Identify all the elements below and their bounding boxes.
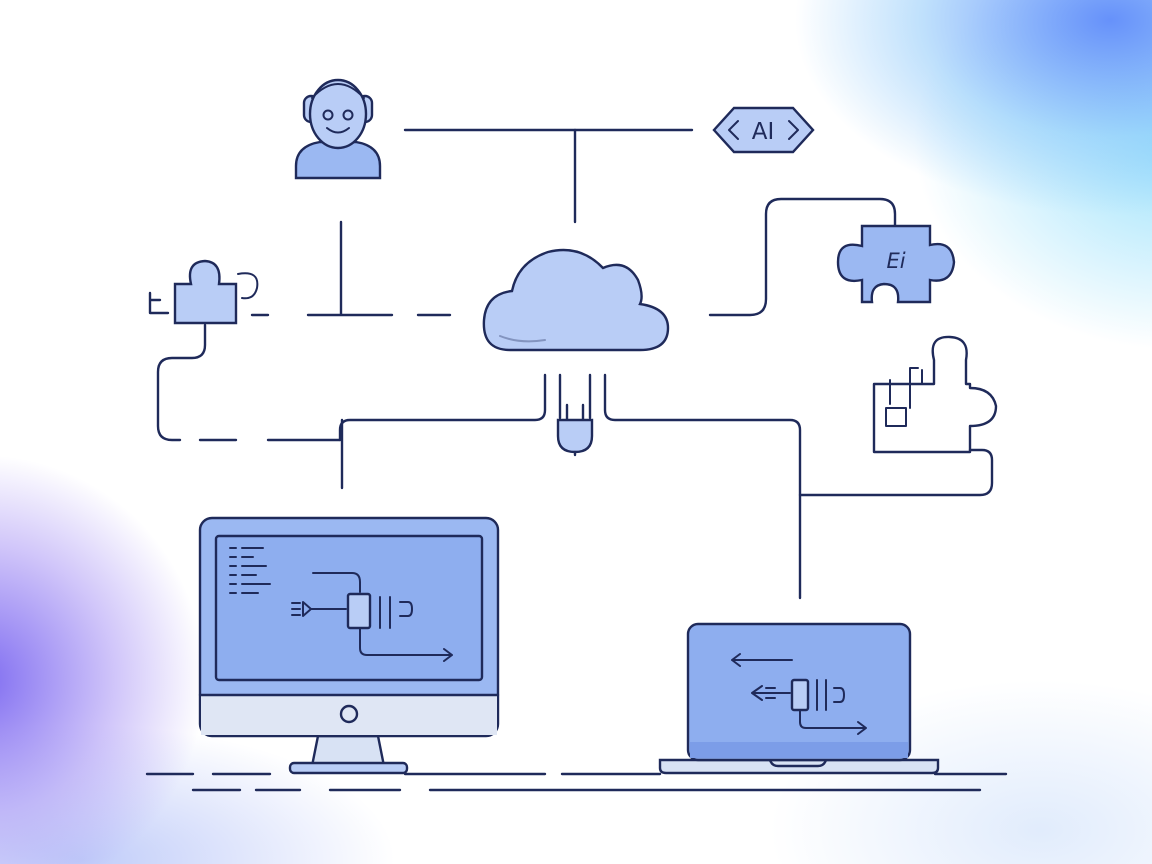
- puzzle-piece-icon-left: [148, 259, 259, 325]
- data-flow-icon: [291, 572, 453, 662]
- plug-icon: [556, 403, 594, 457]
- code-lines-icon: [229, 547, 271, 594]
- puzzle-piece-icon-top: Ei: [836, 224, 956, 304]
- puzzle-piece-icon-bottom: [872, 335, 998, 454]
- puzzle-glyph: Ei: [886, 249, 905, 273]
- laptop-icon: [658, 622, 940, 775]
- data-flow-icon-laptop: [731, 653, 867, 735]
- ai-code-tag-icon: AI: [712, 106, 815, 154]
- desktop-monitor-icon: [198, 516, 500, 775]
- ai-tag-label: AI: [752, 119, 775, 145]
- cloud-icon: [482, 248, 670, 352]
- user-avatar-icon: [294, 78, 382, 180]
- connector-lines: [145, 128, 1008, 792]
